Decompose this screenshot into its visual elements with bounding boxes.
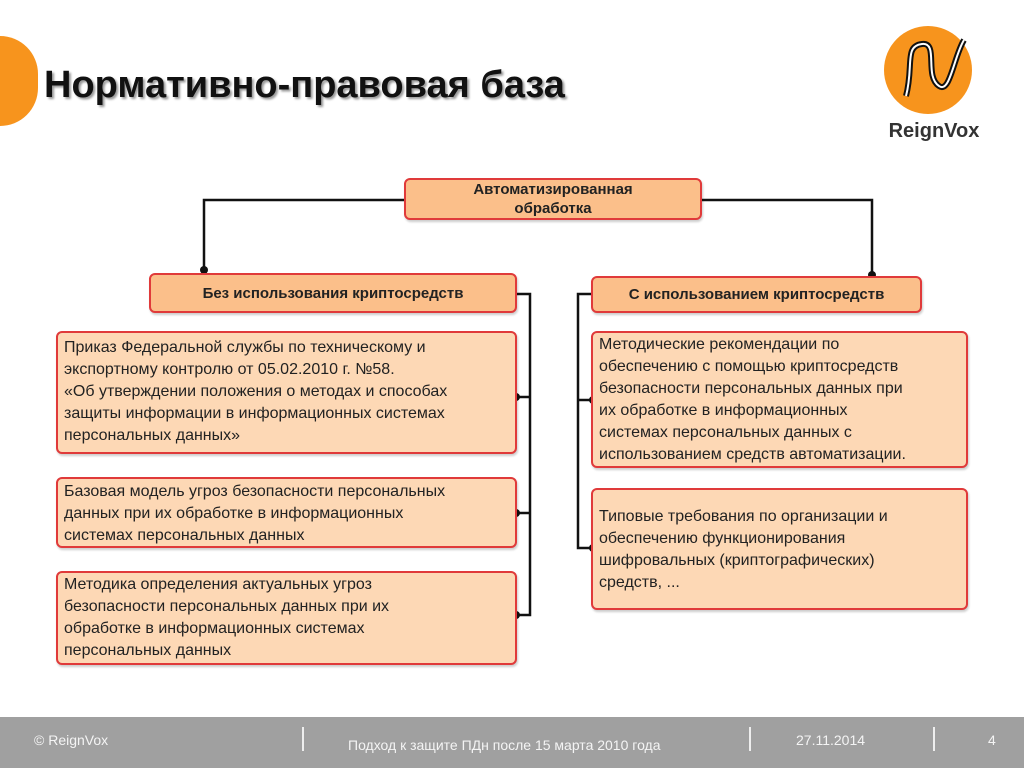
logo-mark (884, 26, 972, 114)
text-line: использованием средств автоматизации. (599, 446, 906, 463)
text-line: Типовые требования по организации и (599, 508, 888, 525)
text-line: Базовая модель угроз безопасности персон… (64, 483, 446, 500)
text-line: персональных данных (64, 642, 232, 659)
text-line: данных при их обработке в информационных (64, 505, 404, 522)
text-line: их обработке в информационных (599, 402, 848, 419)
left-item-1: Приказ Федеральной службы по техническом… (56, 331, 517, 454)
footer-copyright: © ReignVox (34, 732, 109, 748)
text-line: безопасности персональных данных при их (64, 598, 390, 615)
text-line: Методика определения актуальных угроз (64, 576, 372, 593)
text-line: средств, ... (599, 574, 680, 591)
text-line: обработке в информационных системах (64, 620, 365, 637)
text-line: системах персональных данных с (599, 424, 852, 441)
footer-separator (302, 727, 304, 751)
page-title: Нормативно-правовая база (44, 64, 565, 106)
text-line: обеспечению функционирования (599, 530, 846, 547)
text-line: обеспечению с помощью криптосредств (599, 358, 899, 375)
footer-subject: Подход к защите ПДн после 15 марта 2010 … (348, 737, 661, 753)
left-item-3: Методика определения актуальных угроз бе… (56, 571, 517, 665)
footer-date: 27.11.2014 (796, 732, 866, 748)
root-line: Автоматизированная (473, 181, 633, 198)
footer-separator (933, 727, 935, 751)
text-line: Приказ Федеральной службы по техническом… (64, 339, 426, 356)
right-item-1: Методические рекомендации по обеспечению… (591, 331, 968, 468)
text-line: Методические рекомендации по (599, 336, 840, 353)
text-line: защиты информации в информационных систе… (64, 405, 445, 422)
footer-separator (749, 727, 751, 751)
root-node: Автоматизированная обработка (404, 178, 702, 220)
footer-page-number: 4 (988, 732, 996, 748)
logo-text: ReignVox (888, 120, 980, 142)
text-line: шифровальных (криптографических) (599, 552, 875, 569)
left-header-node: Без использования криптосредств (149, 273, 517, 313)
left-item-2: Базовая модель угроз безопасности персон… (56, 477, 517, 548)
right-item-2: Типовые требования по организации и обес… (591, 488, 968, 610)
text-line: безопасности персональных данных при (599, 380, 903, 397)
root-line: обработка (514, 200, 592, 217)
right-header-node: С использованием криптосредств (591, 276, 922, 313)
text-line: системах персональных данных (64, 527, 305, 544)
text-line: экспортному контролю от 05.02.2010 г. №5… (64, 361, 395, 378)
slide-footer: © ReignVox Подход к защите ПДн после 15 … (0, 717, 1024, 768)
text-line: персональных данных» (64, 427, 241, 444)
reignvox-logo: ReignVox (880, 26, 988, 146)
text-line: «Об утверждении положения о методах и сп… (64, 383, 448, 400)
